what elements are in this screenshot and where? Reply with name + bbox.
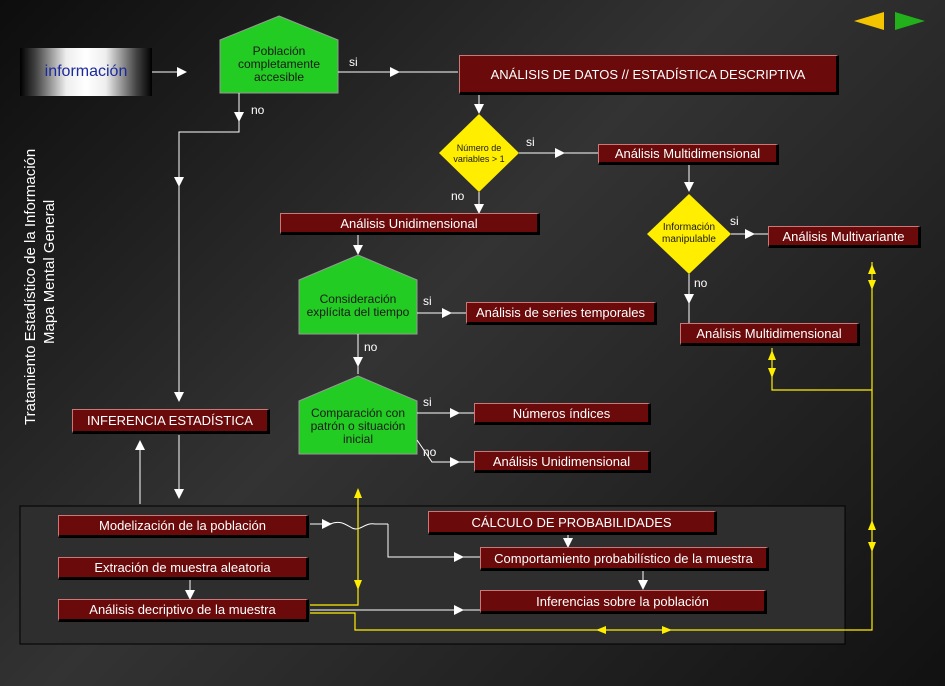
edge-label-si: si	[349, 55, 358, 69]
pentagon-poblacion	[219, 15, 339, 94]
node-comportamiento[interactable]: Comportamiento probabilístico de la mues…	[480, 547, 769, 571]
node-info-manipulable[interactable]: Información manipulable	[662, 222, 716, 245]
node-multidim-2[interactable]: Análisis Multidimensional	[680, 323, 860, 346]
diamond-info-manipulable	[647, 194, 731, 274]
diamond-num-variables	[439, 114, 519, 192]
edge-label-no: no	[423, 445, 437, 459]
node-unidim-1[interactable]: Análisis Unidimensional	[280, 213, 540, 235]
back-button[interactable]	[852, 10, 886, 32]
node-num-variables[interactable]: Número de variables > 1	[453, 143, 505, 164]
node-informacion[interactable]: información	[20, 48, 152, 96]
node-calculo[interactable]: CÁLCULO DE PROBABILIDADES	[428, 511, 717, 535]
edge-label-si: si	[730, 214, 739, 228]
node-unidim-2[interactable]: Análisis Unidimensional	[474, 451, 651, 473]
node-multidim-1[interactable]: Análisis Multidimensional	[598, 144, 779, 165]
triangle-left-icon	[854, 12, 884, 30]
side-title-line1: Tratamiento Estadístico de la Informació…	[22, 148, 39, 425]
triangle-right-icon	[895, 12, 925, 30]
node-poblacion[interactable]: Población completamente accesible	[237, 43, 321, 84]
forward-button[interactable]	[893, 10, 927, 32]
node-numeros-indices[interactable]: Números índices	[474, 403, 651, 425]
edge-label-no: no	[364, 340, 378, 354]
edge-label-si: si	[526, 135, 535, 149]
node-extraccion[interactable]: Extración de muestra aleatoria	[58, 557, 309, 580]
edge-label-no: no	[451, 189, 465, 203]
node-inferencias-poblacion[interactable]: Inferencias sobre la población	[480, 590, 767, 614]
node-analisis-descriptivo[interactable]: Análisis decriptivo de la muestra	[58, 599, 309, 622]
edge-label-no: no	[251, 103, 265, 117]
node-multivariante[interactable]: Análisis Multivariante	[768, 226, 921, 248]
side-title-line2: Mapa Mental General	[41, 199, 58, 344]
edge-label-si: si	[423, 294, 432, 308]
pentagon-comparacion	[298, 375, 418, 455]
node-series-temporales[interactable]: Análisis de series temporales	[466, 302, 657, 325]
edge-label-si: si	[423, 395, 432, 409]
node-modelizacion[interactable]: Modelización de la población	[58, 515, 309, 538]
node-inferencia[interactable]: INFERENCIA ESTADÍSTICA	[72, 409, 270, 434]
edge-label-no: no	[694, 276, 708, 290]
node-comparacion[interactable]: Comparación con patrón o situación inici…	[310, 405, 406, 446]
node-analisis-datos[interactable]: ANÁLISIS DE DATOS // ESTADÍSTICA DESCRIP…	[459, 55, 839, 95]
node-consideracion[interactable]: Consideración explícita del tiempo	[306, 292, 410, 319]
